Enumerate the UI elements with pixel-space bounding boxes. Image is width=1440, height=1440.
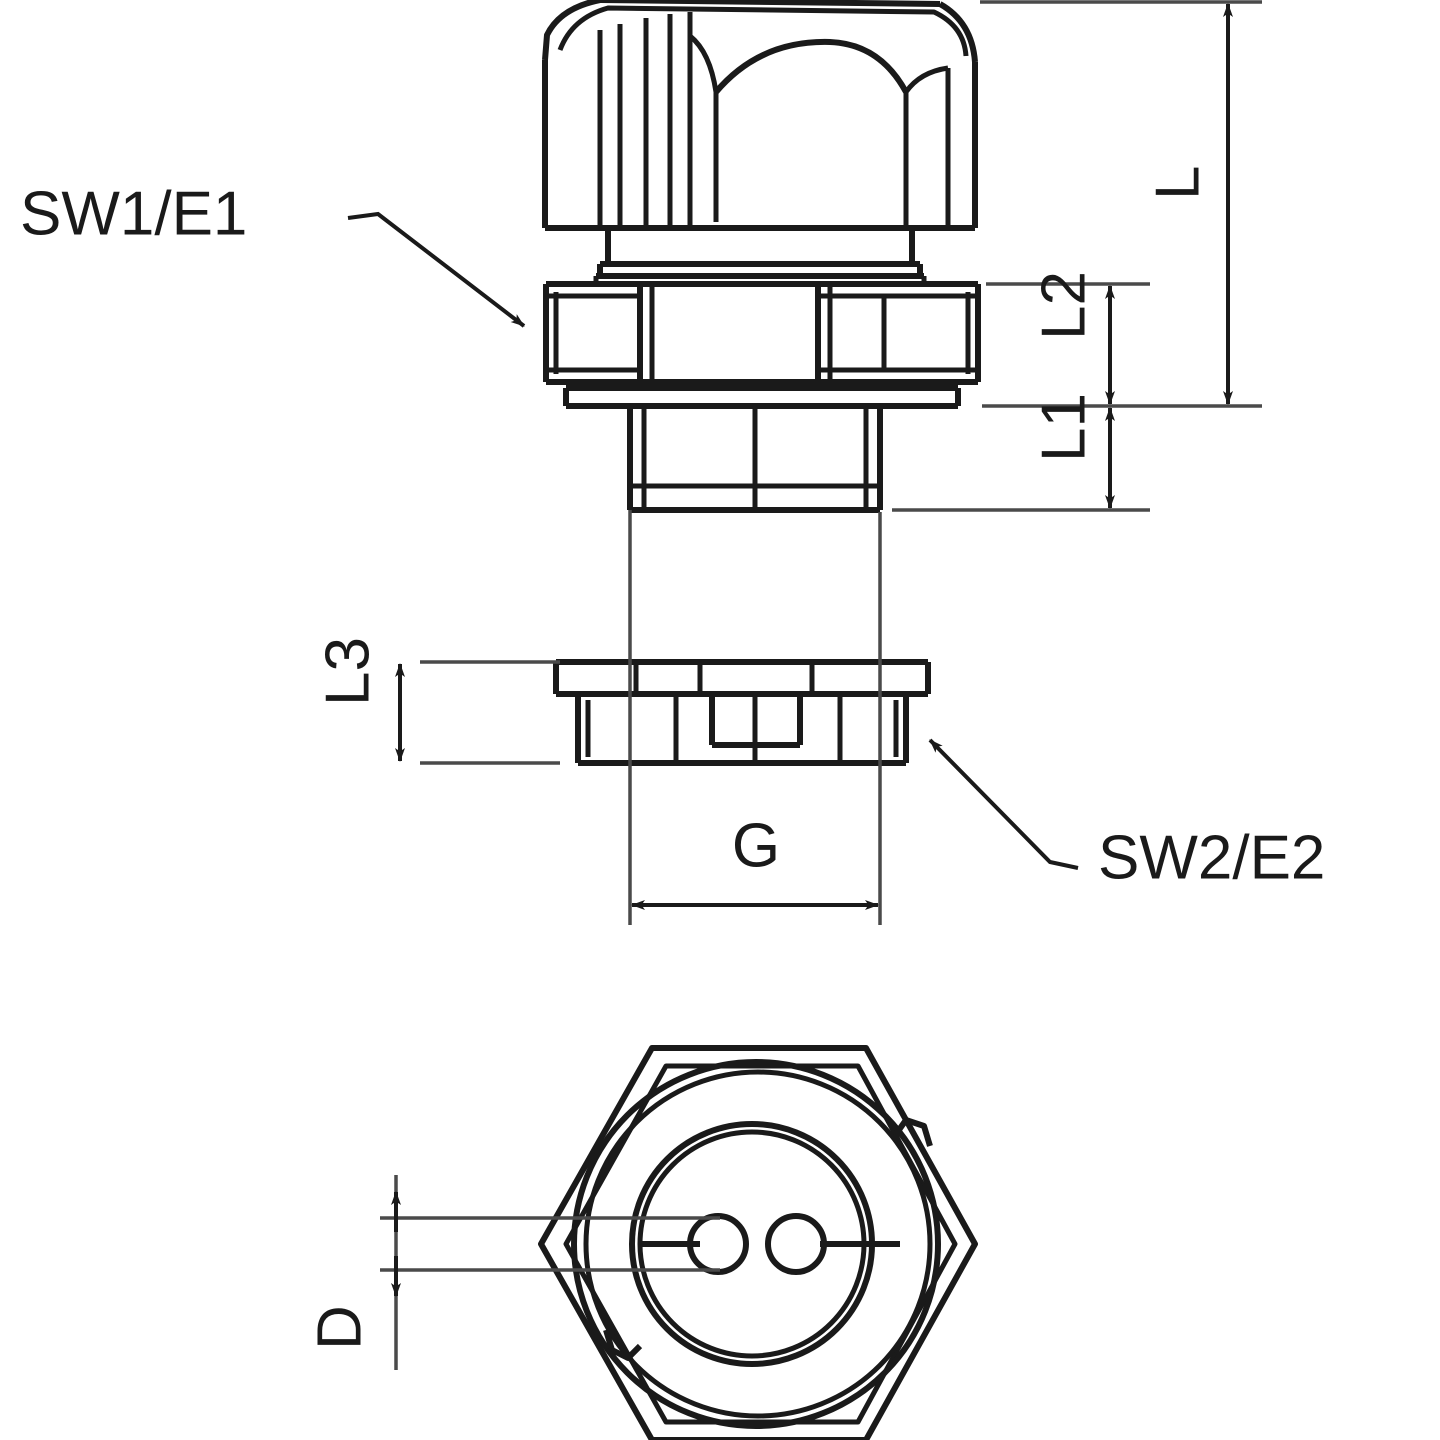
end-view-hexagon [538, 1045, 978, 1440]
end-view-notch-lower-left [603, 1329, 643, 1361]
label-sw2e2: SW2/E2 [1098, 823, 1325, 892]
cap-outline-left [542, 0, 601, 61]
cap-hex-arc-left [688, 34, 719, 222]
end-view-hole-left [687, 1213, 749, 1275]
dim-label-L2: L2 [1029, 271, 1098, 340]
end-view-hole-right [765, 1213, 827, 1275]
dimension-arrows [391, 3, 1233, 1297]
dim-label-L3: L3 [313, 637, 382, 706]
leader-lines [347, 211, 1079, 870]
leader-sw1e1 [347, 211, 526, 328]
cap-inner-contour [557, 5, 969, 57]
dimension-lines [380, 0, 1262, 1370]
cap-top-edge [599, 0, 941, 7]
dim-label-L1: L1 [1029, 393, 1098, 462]
leader-sw2e2 [928, 738, 1079, 870]
end-view-outer-circle [571, 1059, 941, 1429]
cap-outline-right [938, 1, 978, 63]
cap-hex-shoulder [713, 38, 909, 94]
end-view-notch-upper-right [893, 1117, 933, 1147]
dim-label-L: L [1143, 166, 1212, 200]
dim-label-G: G [732, 811, 780, 880]
end-view-outer-circle-2 [583, 1069, 933, 1419]
label-sw1e1: SW1/E1 [20, 179, 247, 248]
side-assembly-view [538, 0, 981, 1440]
dim-label-D: D [305, 1305, 374, 1350]
end-view-hexagon-inner [563, 1063, 958, 1425]
cap-hex-notch [903, 65, 949, 94]
